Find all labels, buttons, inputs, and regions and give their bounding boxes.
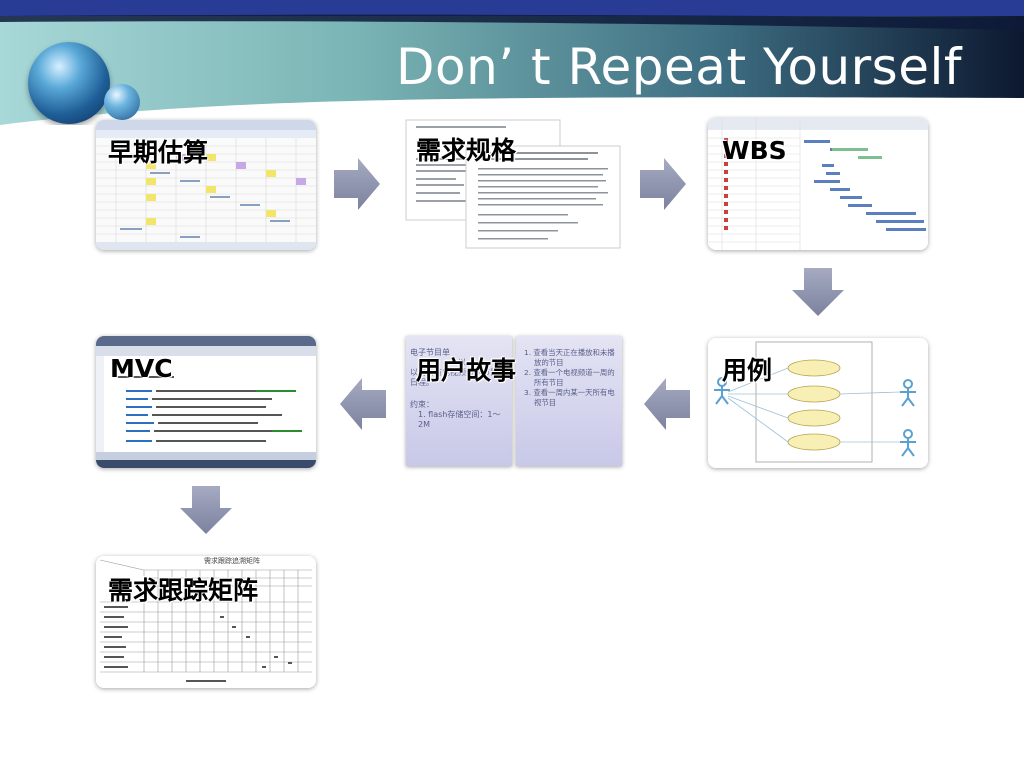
use-case-label: 用例: [722, 356, 772, 386]
arrow-right-icon: [332, 156, 382, 212]
arrow-down-icon: [790, 266, 846, 318]
estimate-label: 早期估算: [108, 138, 208, 168]
story-right-line: 1. 查看当天正在播放和未播: [524, 348, 620, 358]
mvc-label: MVC: [110, 354, 173, 384]
story-right-line: 视节目: [534, 398, 620, 408]
arrow-left-icon: [338, 376, 388, 432]
arrow-down-icon: [178, 484, 234, 536]
story-right-line: 3. 查看一周内某一天所有电: [524, 388, 620, 398]
user-story-label: 用户故事: [416, 356, 516, 386]
traceability-label: 需求跟踪矩阵: [108, 576, 258, 606]
wbs-label: WBS: [722, 136, 787, 166]
story-right-line: 2. 查看一个电视频道一周的: [524, 368, 620, 378]
user-story-card: 电子节目单 …以 以内所有电视频道的节目 日程。 约束： 1. flash存储空…: [406, 336, 622, 468]
logo-orb-icon: [28, 42, 110, 124]
requirements-card: 需求规格: [404, 118, 622, 250]
story-right-text: 1. 查看当天正在播放和未播 放的节目 2. 查看一个电视频道一周的 所有节目 …: [524, 348, 620, 408]
story-right-line: 所有节目: [534, 378, 620, 388]
arrow-right-icon: [638, 156, 688, 212]
story-constraint-label: 约束：: [410, 400, 510, 410]
wbs-card: WBS: [708, 118, 928, 250]
slide-header: Don’ t Repeat Yourself: [0, 0, 1024, 125]
mvc-card: MVC: [96, 336, 316, 468]
matrix-sheet-title: 需求跟踪追溯矩阵: [204, 556, 260, 566]
use-case-card: 用例: [708, 338, 928, 468]
story-right-line: 放的节目: [534, 358, 620, 368]
logo-small-orb-icon: [104, 84, 140, 120]
requirements-label: 需求规格: [416, 136, 516, 166]
traceability-card: 需求跟踪追溯矩阵 需求跟踪矩阵: [96, 556, 316, 688]
estimate-card: 早期估算: [96, 120, 316, 250]
story-constraint-item: 1. flash存储空间：1～2M: [418, 410, 510, 430]
slide-title: Don’ t Repeat Yourself: [396, 32, 962, 102]
arrow-left-icon: [642, 376, 692, 432]
